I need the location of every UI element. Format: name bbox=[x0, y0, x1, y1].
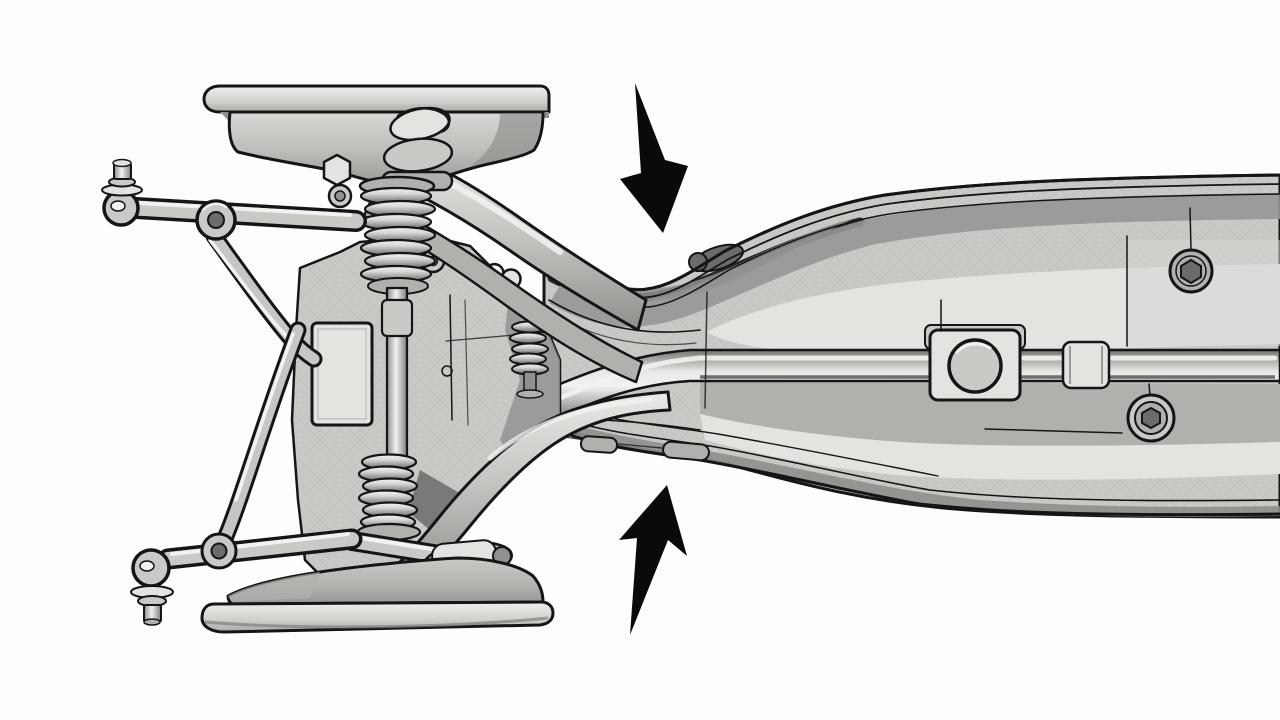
ball-stud-lower bbox=[130, 585, 174, 626]
stabilizer-tube-rear bbox=[205, 227, 323, 368]
frame-bottom-tab bbox=[662, 440, 710, 462]
load-arrow-bottom-icon bbox=[619, 485, 687, 635]
box-panel-inner-line bbox=[317, 328, 367, 420]
crossmember-hole bbox=[441, 365, 453, 377]
upper-control-arm bbox=[386, 148, 648, 332]
annotation-arrows bbox=[619, 83, 688, 635]
frame-seam-waist bbox=[704, 291, 708, 409]
crossmember-thin-rod bbox=[445, 330, 561, 342]
shock-sleeve bbox=[380, 298, 414, 338]
rod-bracket bbox=[924, 299, 1026, 402]
frame-panel-thin-line bbox=[984, 428, 1123, 434]
crossmember-shadow-wedge bbox=[408, 470, 468, 540]
lower-link-rod bbox=[342, 531, 456, 566]
front-suspension bbox=[101, 84, 672, 634]
spring-bellows bbox=[356, 453, 422, 542]
upper-control-arm-lower-band bbox=[362, 196, 644, 384]
crossmember-seam bbox=[449, 294, 453, 421]
crossmember-box-panel bbox=[310, 321, 374, 427]
frame-bolt-lower bbox=[1126, 383, 1176, 443]
spindle-ring-center bbox=[334, 190, 346, 202]
frame-lower-light-band bbox=[700, 414, 1280, 480]
drum-dish-shade bbox=[470, 114, 541, 166]
spindle-hex-bolt bbox=[322, 153, 352, 187]
crossmember-seam bbox=[464, 299, 469, 426]
load-arrow-top-icon bbox=[620, 83, 688, 233]
frame-bottom-tab bbox=[579, 435, 618, 454]
frame-waist-channel bbox=[546, 218, 855, 301]
rod-collar bbox=[1061, 340, 1111, 390]
main-coil-spring bbox=[358, 175, 437, 295]
frame-bolt-upper bbox=[1168, 207, 1214, 294]
drum-top-plate bbox=[202, 84, 551, 114]
bracket-hole bbox=[947, 338, 1003, 394]
drum-dish-shade bbox=[228, 572, 320, 602]
drum-base-shade bbox=[204, 616, 549, 629]
tie-rod-lower bbox=[130, 528, 363, 626]
tie-rod-upper bbox=[101, 158, 367, 241]
lower-wheel-drum bbox=[200, 556, 555, 634]
ball-stud-upper bbox=[101, 158, 143, 197]
lower-arm-highlight bbox=[487, 397, 653, 461]
